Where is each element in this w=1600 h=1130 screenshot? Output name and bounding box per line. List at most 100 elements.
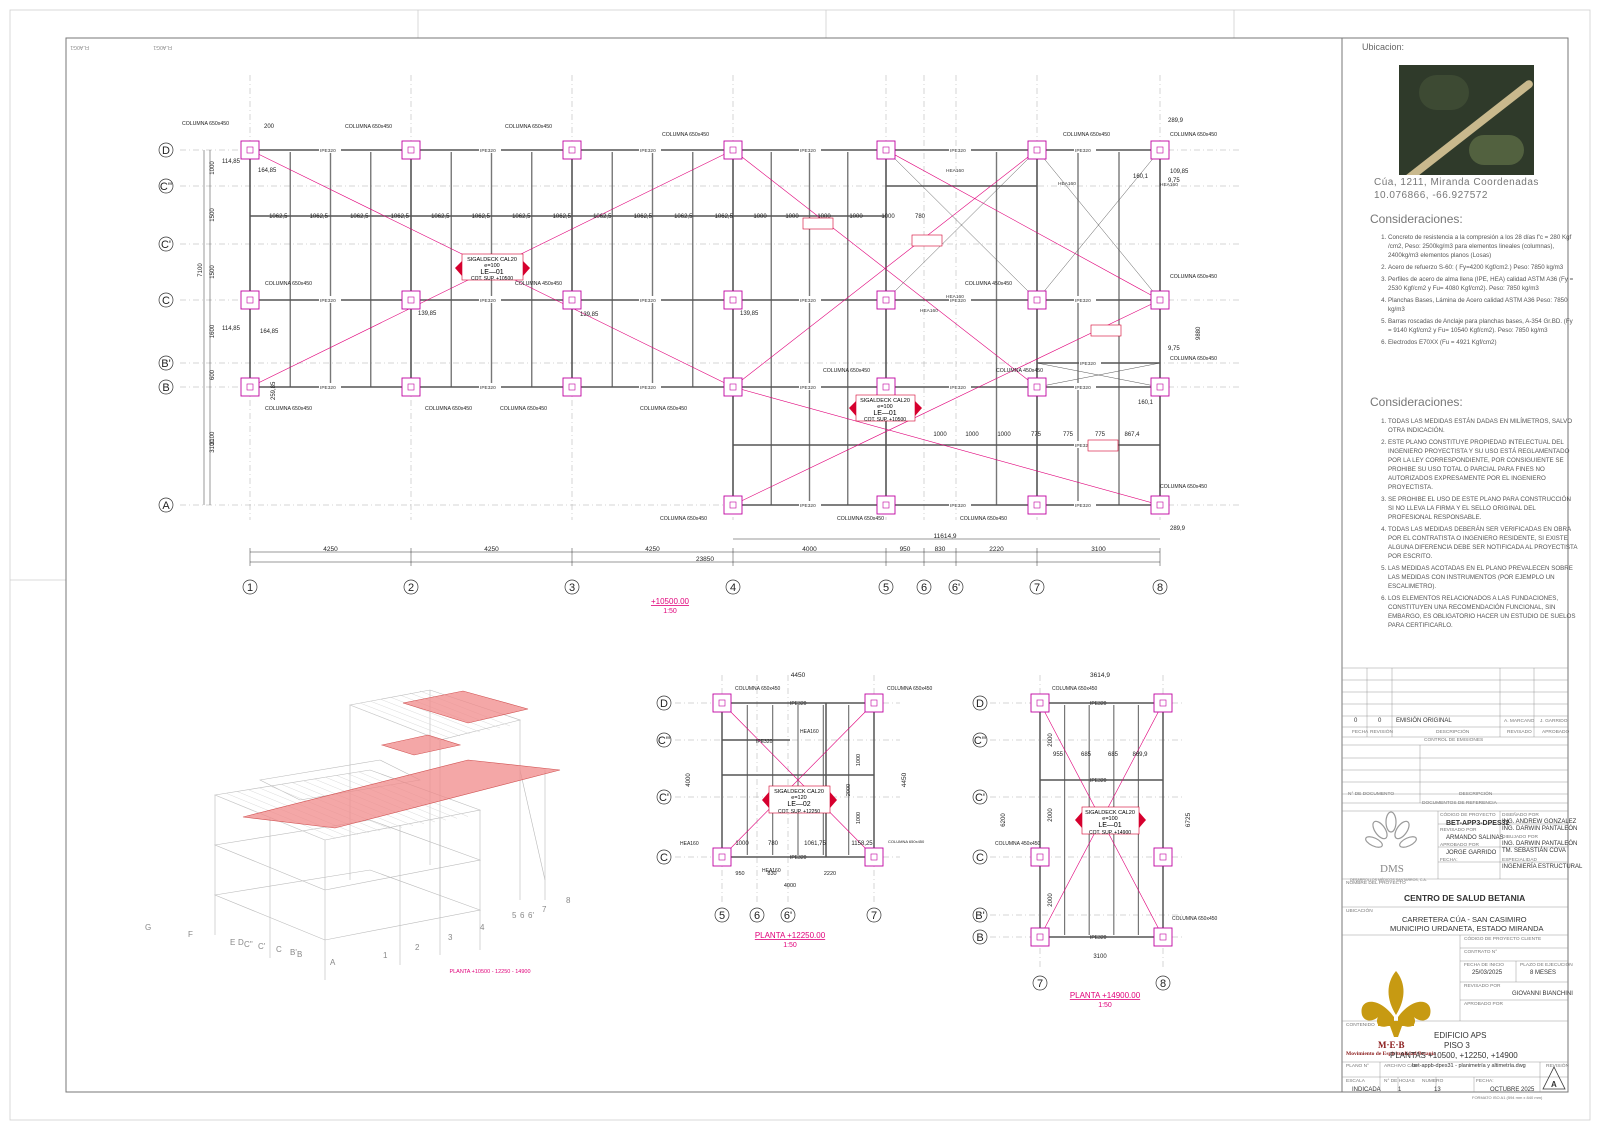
iso-axis-label: C'' bbox=[244, 940, 253, 949]
iso-axis-label: 2 bbox=[415, 943, 420, 952]
rev-h-fecha: FECHA bbox=[1352, 730, 1369, 735]
consideracion-2-1: TODAS LAS MEDIDAS ESTÁN DADAS EN MILÍMET… bbox=[1388, 418, 1578, 436]
deck3-code: LE—02 bbox=[787, 801, 810, 808]
dimension-text: 830 bbox=[935, 546, 946, 553]
column-label: COLUMNA 650x450 bbox=[265, 281, 312, 287]
deck1-code: LE—01 bbox=[480, 269, 503, 276]
column-marker bbox=[1027, 140, 1047, 160]
row-axis-bubble: B' bbox=[972, 907, 988, 923]
corner-label-left: FLA0G1 bbox=[70, 44, 89, 50]
column-marker bbox=[1153, 847, 1173, 867]
row-axis-bubble: C' bbox=[158, 236, 174, 252]
ubicacion-label: Ubicacion: bbox=[1362, 42, 1405, 52]
deck2-code: LE—01 bbox=[873, 410, 896, 417]
beam-label: IPE320 bbox=[640, 385, 656, 391]
corner-label-right: FLA0G1 bbox=[153, 44, 172, 50]
svg-text:8: 8 bbox=[1157, 582, 1163, 594]
disenado-1: ING. ANDREW GONZALEZ bbox=[1502, 819, 1577, 825]
column-axis-bubble: 8 bbox=[1152, 579, 1168, 595]
escala-label: ESCALA bbox=[1346, 1079, 1365, 1084]
column-label: COLUMNA 650x450 bbox=[662, 132, 709, 138]
dimension-text: 950 bbox=[735, 871, 744, 877]
dimension-text: 4250 bbox=[645, 546, 660, 553]
consideracion-1-2: Acero de refuerzo S-60: ( Fy=4200 Kgf/cm… bbox=[1388, 264, 1578, 273]
column-axis-bubble: 7 bbox=[1029, 579, 1045, 595]
iso-axis-label: 5 bbox=[512, 911, 517, 920]
deck4-type: SIGALDECK CAL20 bbox=[1085, 810, 1135, 816]
column-label: COLUMNA 650x450 bbox=[425, 406, 472, 412]
column-axis-bubble: 2 bbox=[403, 579, 419, 595]
iso-axis-label: C bbox=[276, 945, 282, 954]
dimension-text: 259,85 bbox=[271, 381, 277, 400]
consideracion-1-3: Perfiles de acero de alma llena (IPE, HE… bbox=[1388, 276, 1578, 294]
deck1-type: SIGALDECK CAL20 bbox=[467, 257, 517, 263]
column-axis-bubble: 8 bbox=[1155, 975, 1171, 991]
dimension-text: 114,85 bbox=[222, 159, 241, 165]
column-label: COLUMNA 650x450 bbox=[505, 124, 552, 130]
column-label: COLUMNA 650x450 bbox=[660, 516, 707, 522]
rev-h-revisado: REVISADO bbox=[1507, 730, 1532, 735]
beam-label: IPE320 bbox=[1075, 503, 1091, 509]
column-marker bbox=[1030, 847, 1050, 867]
dimension-text: 1061,75 bbox=[804, 841, 826, 847]
dimension-text: 1062,5 bbox=[391, 214, 410, 220]
beam-label: IPE320 bbox=[950, 385, 966, 391]
svg-text:B: B bbox=[976, 932, 983, 944]
dimension-text: 4250 bbox=[484, 546, 499, 553]
plan3-caption: PLANTA +14900.00 bbox=[1070, 991, 1141, 1000]
fleur-de-lis-logo bbox=[1361, 971, 1431, 1037]
column-label: COLUMNA 650x450 bbox=[1052, 686, 1098, 692]
iso-axis-label: B' bbox=[290, 948, 297, 957]
column-marker bbox=[1030, 927, 1050, 947]
dimension-text: 950 bbox=[900, 546, 911, 553]
dimension-text: 1062,5 bbox=[310, 214, 329, 220]
rev-h-revision: REVISIÓN bbox=[1370, 730, 1393, 735]
column-label: COLUMNA 650x450 bbox=[265, 406, 312, 412]
rev-h-aprobado: APROBADO bbox=[1542, 730, 1570, 735]
column-label: COLUMNA 650x450 bbox=[887, 686, 933, 692]
svg-text:C': C' bbox=[659, 792, 669, 804]
hea-label: HEA160 bbox=[946, 294, 964, 300]
dimension-text: 2000 bbox=[1048, 733, 1054, 747]
dimension-text: 1500 bbox=[210, 265, 216, 279]
beam-label: IPE320 bbox=[756, 739, 773, 745]
revision-label: REVISIÓN bbox=[1546, 1064, 1569, 1069]
dimension-text: 1000 bbox=[965, 432, 979, 438]
column-marker bbox=[1153, 693, 1173, 713]
dimension-text: 3100 bbox=[1093, 954, 1107, 960]
dimension-text: 164,85 bbox=[258, 168, 277, 174]
column-label: COLUMNA 650x450 bbox=[1172, 916, 1218, 922]
svg-text:7: 7 bbox=[1034, 582, 1040, 594]
column-axis-bubble: 5 bbox=[714, 907, 730, 923]
column-marker bbox=[1030, 693, 1050, 713]
deck4-thickness: e=100 bbox=[1102, 816, 1117, 822]
consideracion-2-6: LOS ELEMENTOS RELACIONADOS A LAS FUNDACI… bbox=[1388, 595, 1578, 631]
dimension-text: 1000 bbox=[817, 214, 831, 220]
column-marker bbox=[1150, 290, 1170, 310]
row-axis-bubble: B' bbox=[158, 355, 174, 371]
fecha-inicio-label: FECHA DE INICIO bbox=[1464, 963, 1504, 968]
dimension-text: 4450 bbox=[791, 672, 806, 679]
numero-label: NUMERO bbox=[1422, 1079, 1444, 1084]
dibujado-label: DIBUJADO POR bbox=[1502, 835, 1538, 840]
contenido-line2: PISO 3 bbox=[1444, 1041, 1470, 1050]
consideracion-1-6: Electrodos E70XX (Fu = 4921 Kgf/cm2) bbox=[1388, 339, 1578, 348]
row-axis-bubble: C' bbox=[972, 789, 988, 805]
dimension-total: 7100 bbox=[198, 263, 204, 277]
dimension-text: 289,9 bbox=[1168, 118, 1184, 124]
disenado-label: DISEÑADO POR bbox=[1502, 813, 1539, 818]
disenado-2: ING. DARWIN PANTALEÓN bbox=[1502, 826, 1578, 832]
dimension-text: 3100 bbox=[1091, 546, 1106, 553]
column-marker bbox=[562, 140, 582, 160]
column-marker bbox=[1150, 495, 1170, 515]
svg-text:6': 6' bbox=[952, 582, 960, 594]
column-marker bbox=[1150, 140, 1170, 160]
location-map bbox=[1399, 65, 1534, 175]
dms-logo bbox=[1365, 811, 1417, 848]
docs-h-desc: DESCRIPCIÓN bbox=[1459, 792, 1493, 797]
column-label: COLUMNA 650x450 bbox=[888, 839, 925, 844]
dimension-text: 775 bbox=[1095, 432, 1106, 438]
deck4-code: LE—01 bbox=[1098, 822, 1121, 829]
column-label: COLUMNA 650x450 bbox=[182, 121, 229, 127]
